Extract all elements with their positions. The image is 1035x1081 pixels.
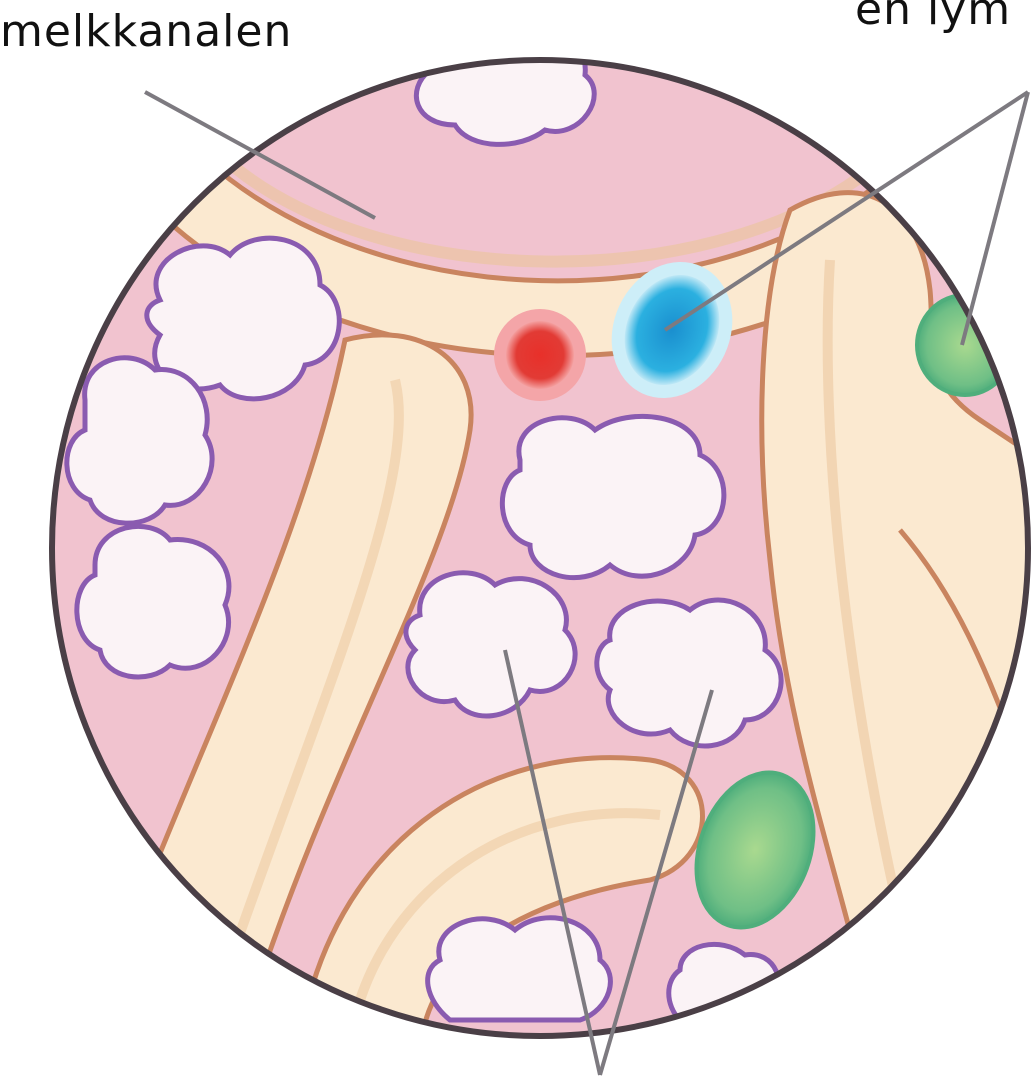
artery-cross-section <box>494 309 586 401</box>
label-lymph: en lym <box>855 0 1011 32</box>
label-milk-duct: melkkanalen <box>0 10 292 54</box>
lobule-left-lower <box>77 526 229 677</box>
lobule-left-middle <box>67 358 212 523</box>
